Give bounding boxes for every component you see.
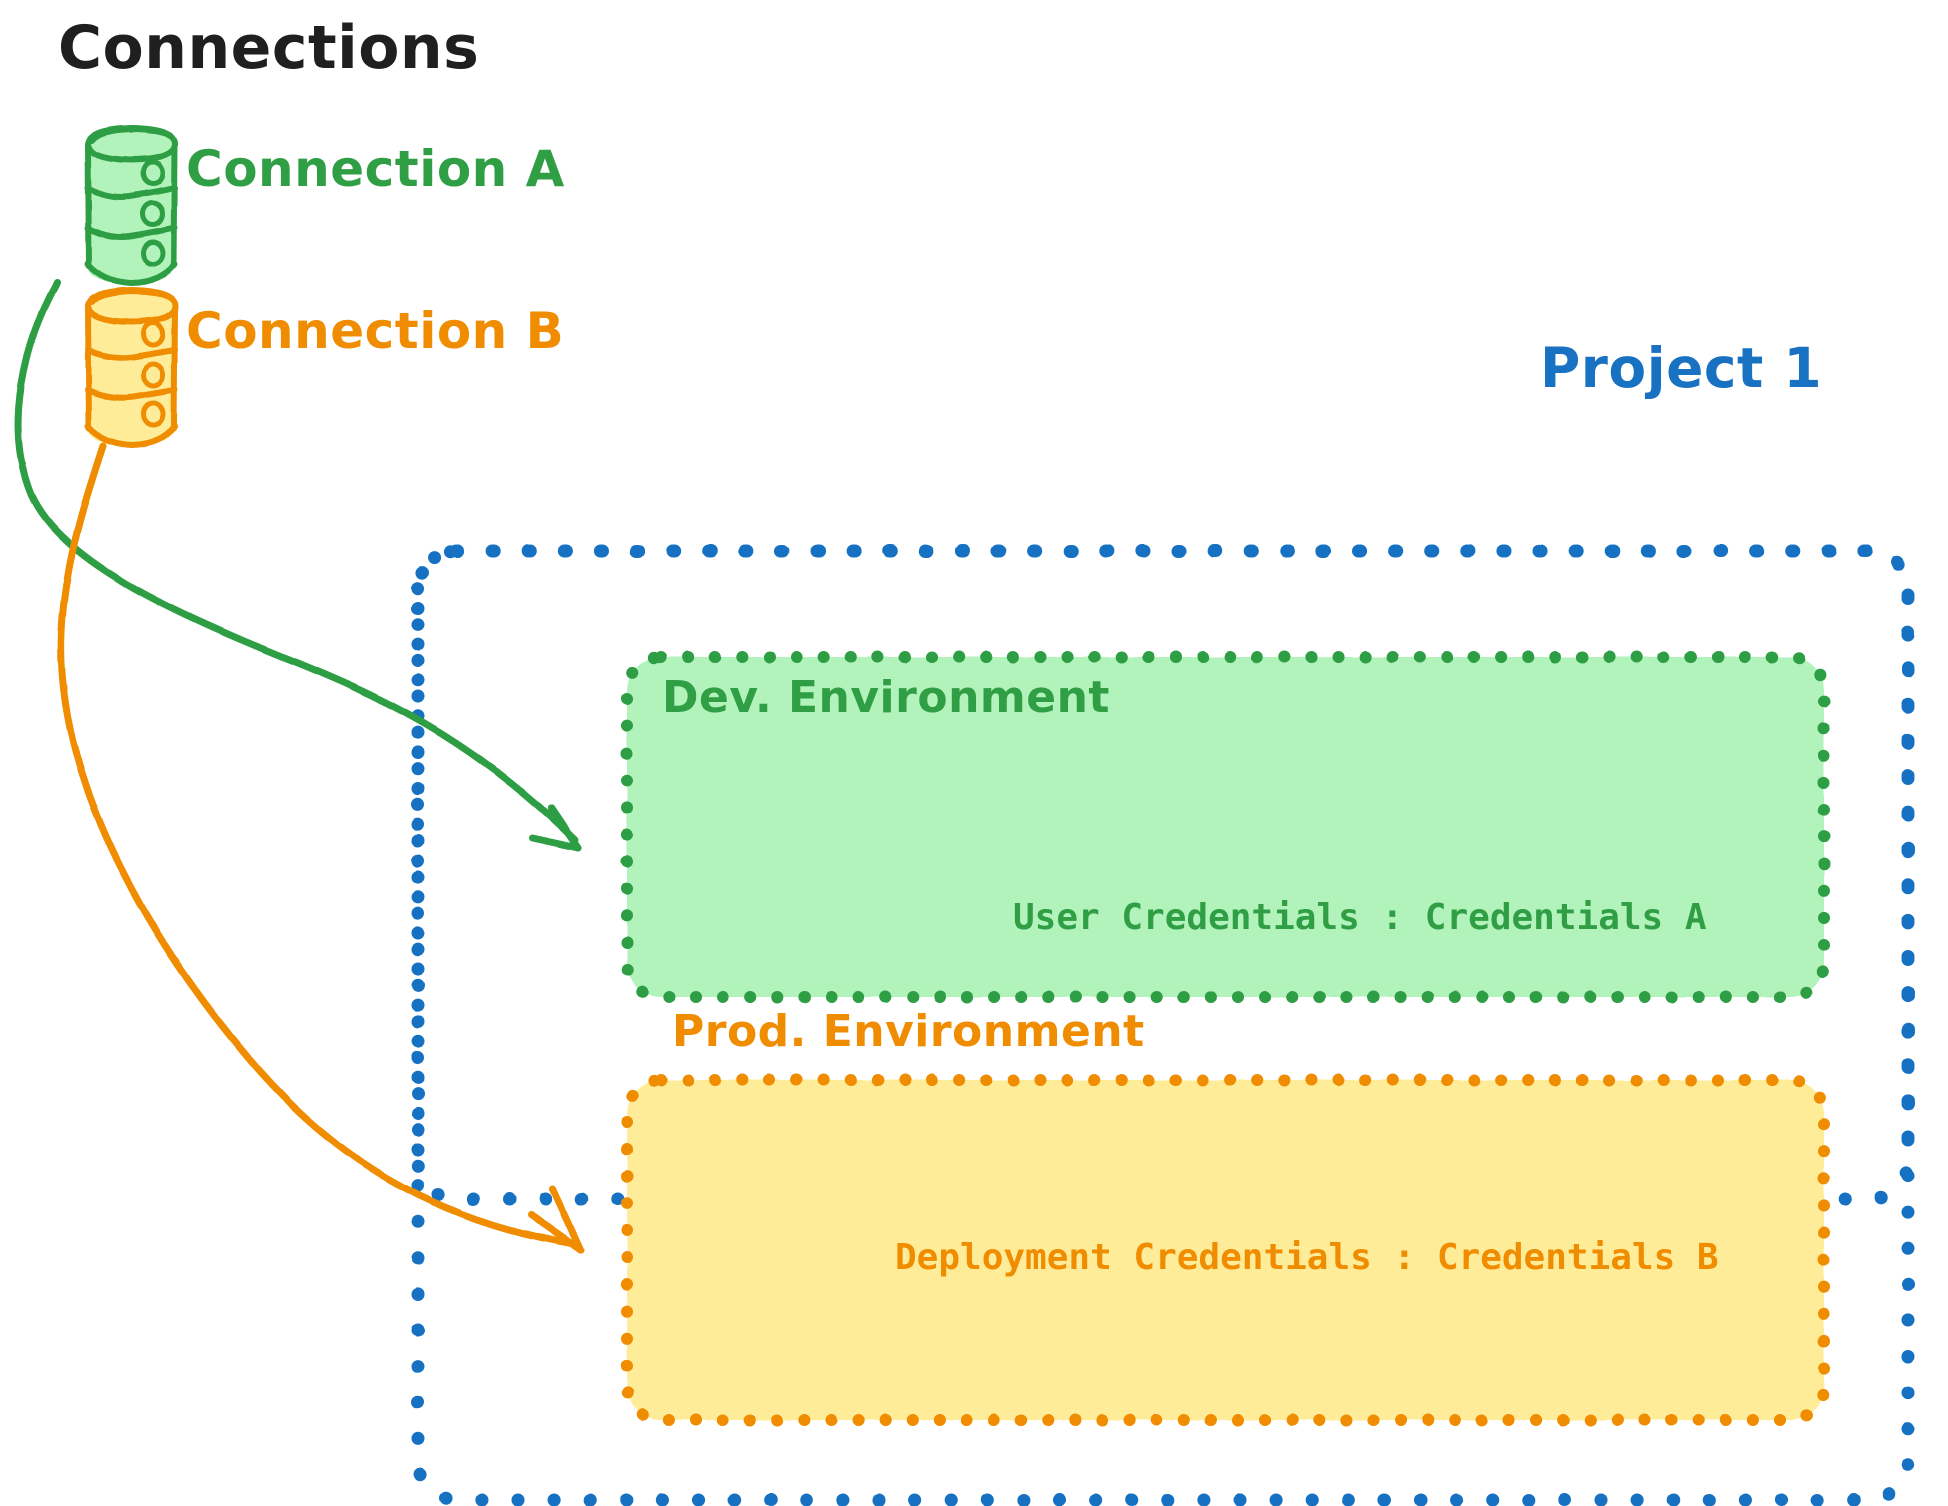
prod-environment-box[interactable] [621, 1074, 1830, 1426]
dev-environment-box[interactable] [621, 651, 1830, 1003]
arrow-conn-a-to-dev [14, 279, 582, 852]
prod-environment-credentials: Deployment Credentials : Credentials B [895, 1237, 1719, 1278]
connection-b-label[interactable]: Connection B [186, 302, 565, 360]
database-cylinder-icon[interactable] [85, 125, 178, 287]
arrow-conn-b-to-prod [57, 442, 585, 1254]
dev-environment-credentials: User Credentials : Credentials A [1013, 897, 1707, 938]
page-title: Connections [58, 13, 480, 83]
dev-environment-title: Dev. Environment [662, 672, 1110, 723]
connection-a-label[interactable]: Connection A [186, 140, 565, 198]
project-title: Project 1 [1540, 336, 1823, 400]
prod-environment-title: Prod. Environment [672, 1006, 1145, 1057]
project-container-border-full [411, 544, 1915, 1506]
database-cylinder-icon[interactable] [85, 287, 178, 449]
